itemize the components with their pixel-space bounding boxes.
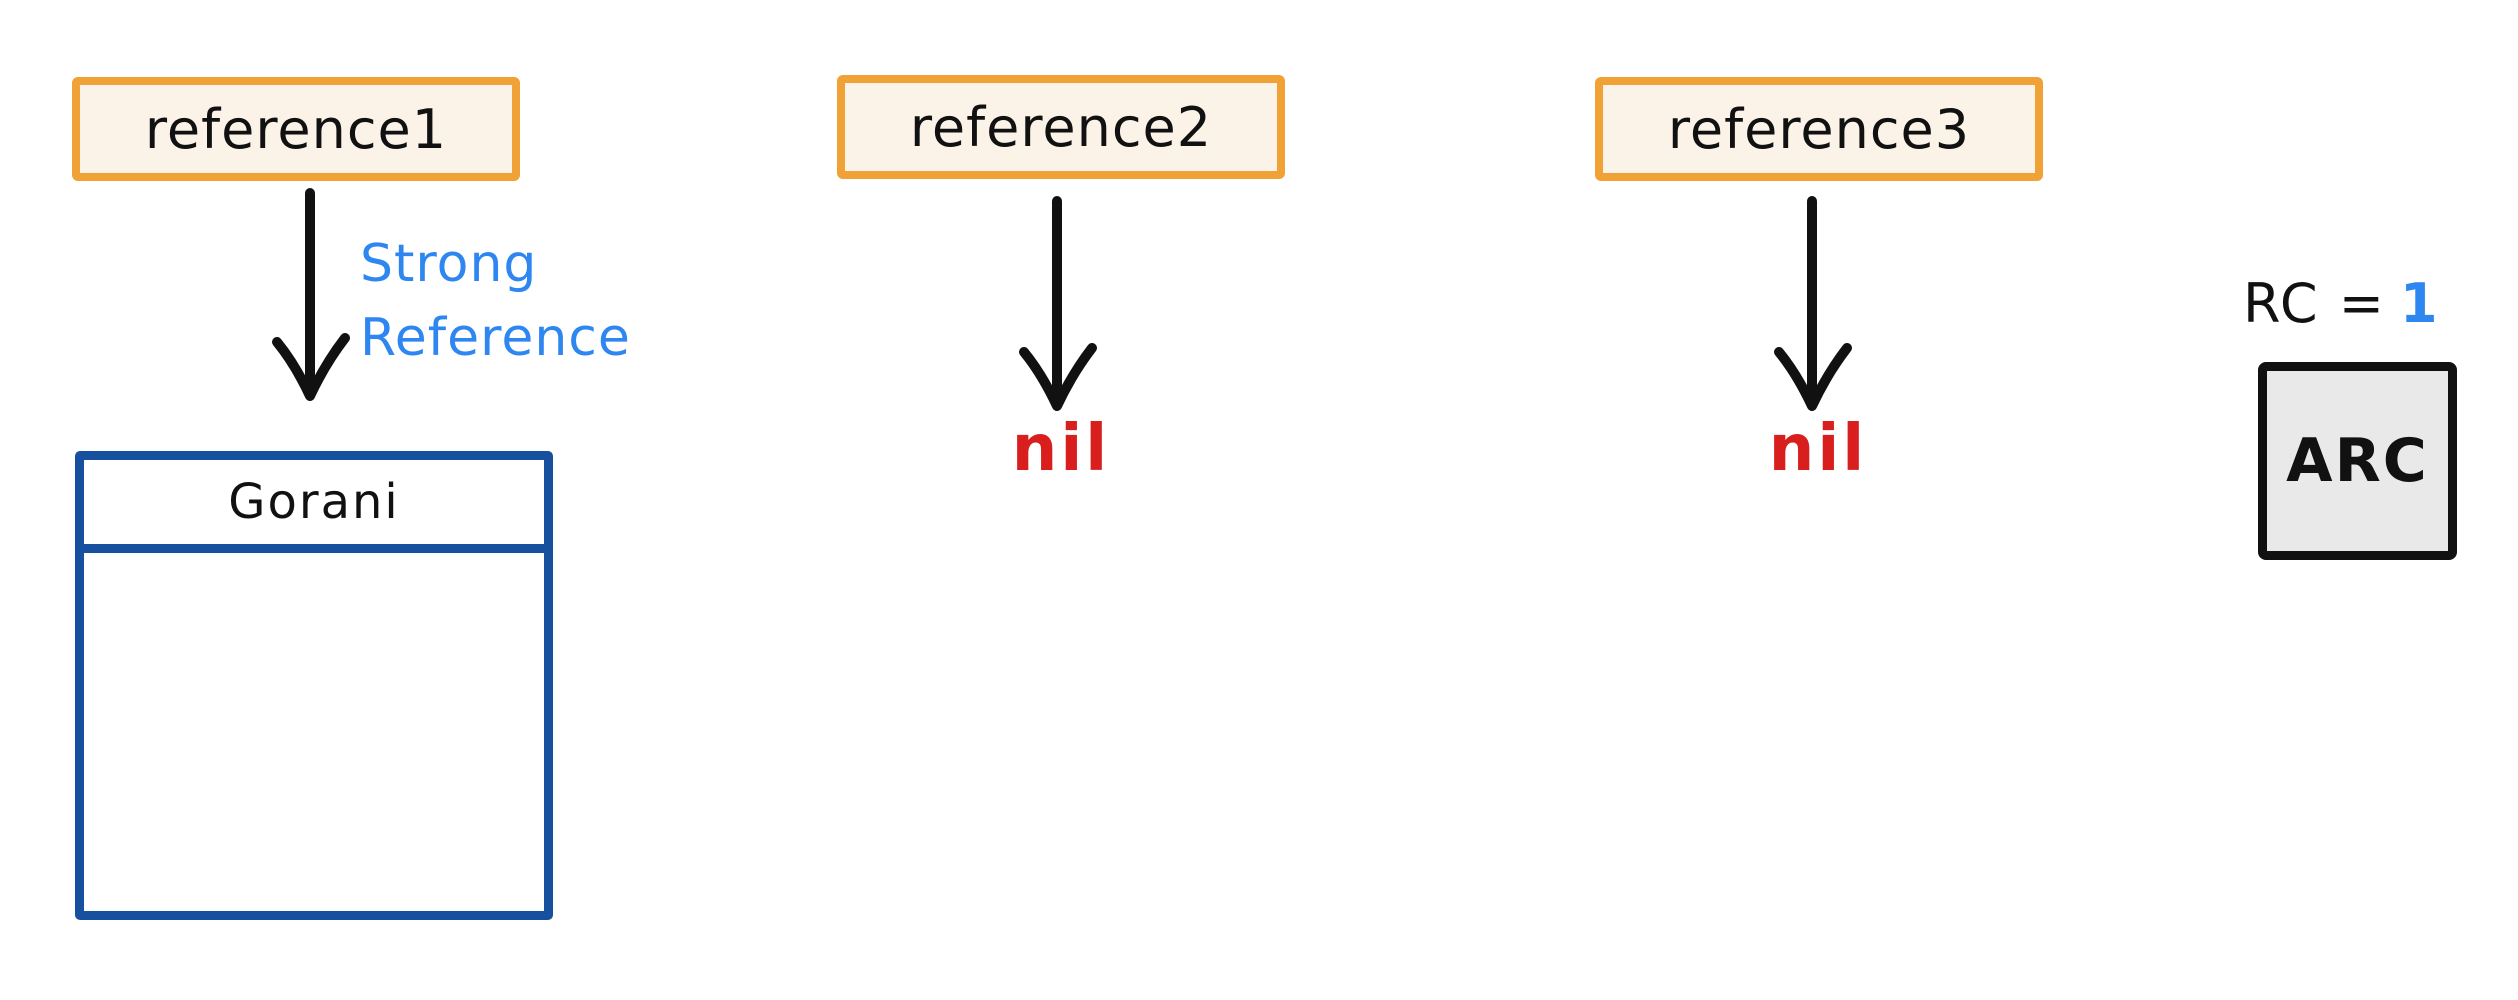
arrow-reference3-to-nil-icon <box>1774 196 1852 411</box>
instance-class-name: Gorani <box>228 474 400 530</box>
instance-box: Gorani <box>75 451 553 920</box>
strong-reference-annotation: Strong Reference <box>360 228 631 376</box>
instance-body <box>84 553 544 911</box>
arrow-reference2-to-nil-icon <box>1019 196 1097 411</box>
rc-counter-prefix: RC = <box>2243 272 2386 335</box>
strong-reference-line2: Reference <box>360 307 631 368</box>
arc-box: ARC <box>2258 362 2457 560</box>
reference3-label: reference3 <box>1667 97 1971 161</box>
reference2-label: reference2 <box>909 95 1213 159</box>
reference3-box: reference3 <box>1595 77 2043 181</box>
rc-counter: RC =1 <box>2243 272 2440 335</box>
reference1-label: reference1 <box>144 97 448 161</box>
nil-label-reference3: nil <box>1768 412 1868 486</box>
instance-header: Gorani <box>84 460 544 553</box>
arrow-reference1-to-instance-icon <box>272 188 350 401</box>
rc-counter-value: 1 <box>2399 272 2440 335</box>
reference2-box: reference2 <box>837 75 1285 179</box>
arc-label: ARC <box>2286 426 2429 496</box>
reference1-box: reference1 <box>72 77 520 181</box>
nil-label-reference2: nil <box>1011 412 1111 486</box>
strong-reference-line1: Strong <box>360 234 538 294</box>
